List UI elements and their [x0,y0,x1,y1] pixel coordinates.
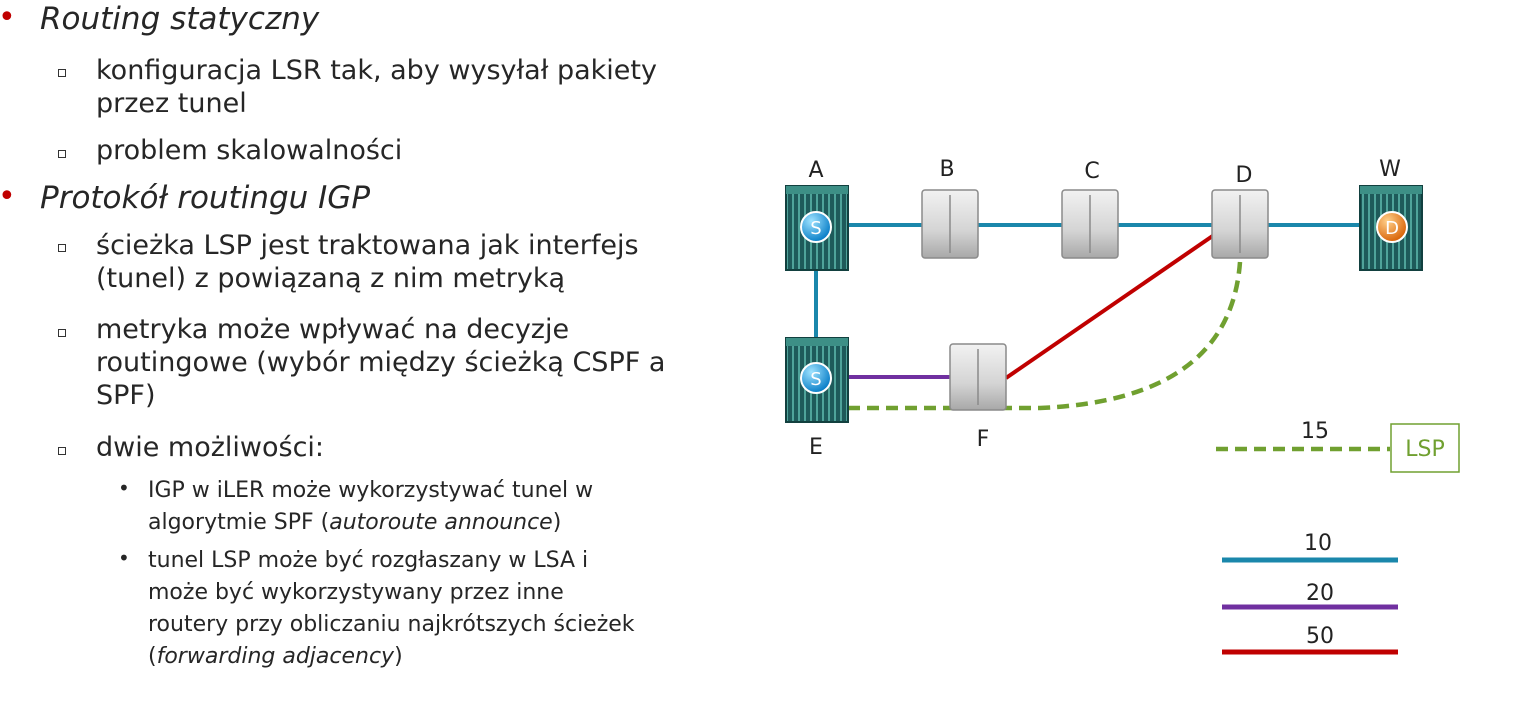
subitem-dwie-mozliwosci: dwie możliwości: [96,432,325,463]
legend-metric-blue: 10 [1304,531,1332,556]
node-label-w: W [1379,157,1401,182]
dot-bullet-icon: • [118,546,130,570]
subitem-sciezka-lsp: ścieżka LSP jest traktowana jak interfej… [96,230,639,294]
lsp-tunnel-path [848,261,1243,411]
legend-lsp-box [1390,423,1460,473]
link-f-d [1004,233,1216,380]
node-label-c: C [1084,159,1099,184]
bullet-dot-icon: • [0,3,16,33]
badge-a: S [810,218,821,239]
subitem-konfiguracja: konfiguracja LSR tak, aby wysyłał pakiet… [96,55,657,119]
square-bullet-icon [58,150,66,158]
switch-c [1061,189,1119,259]
switch-b [921,189,979,259]
router-e: S [785,337,849,423]
switch-d [1211,189,1269,259]
legend: 15 LSP 10 20 50 [1216,419,1460,655]
badge-e: S [810,369,821,390]
router-a: S [785,185,849,271]
square-bullet-icon [58,447,66,455]
legend-metric-purple: 20 [1306,581,1334,606]
bullet-title-protokol-igp: Protokół routingu IGP [40,180,371,216]
square-bullet-icon [58,244,66,252]
switch-f [949,343,1007,411]
legend-metric-red: 50 [1306,624,1334,649]
legend-lsp-metric: 15 [1301,419,1329,444]
node-label-d: D [1236,163,1253,188]
option-autoroute: IGP w iLER może wykorzystywać tunel w al… [148,478,594,535]
router-w: D [1359,185,1423,271]
node-label-e: E [809,435,823,460]
square-bullet-icon [58,69,66,77]
node-label-f: F [977,427,990,452]
square-bullet-icon [58,329,66,337]
subitem-metryka: metryka może wpływać na decyzje routingo… [96,314,666,411]
option-forwarding-adjacency: tunel LSP może być rozgłaszany w LSA i m… [148,548,635,669]
badge-w: D [1385,218,1399,239]
dot-bullet-icon: • [118,476,130,500]
legend-lsp-label: LSP [1405,437,1445,462]
subitem-problem: problem skalowalności [96,135,403,166]
bullet-title-routing-statyczny: Routing statyczny [40,1,320,37]
node-label-a: A [808,158,823,183]
bullet-dot-icon: • [0,182,16,212]
node-label-b: B [939,157,954,182]
